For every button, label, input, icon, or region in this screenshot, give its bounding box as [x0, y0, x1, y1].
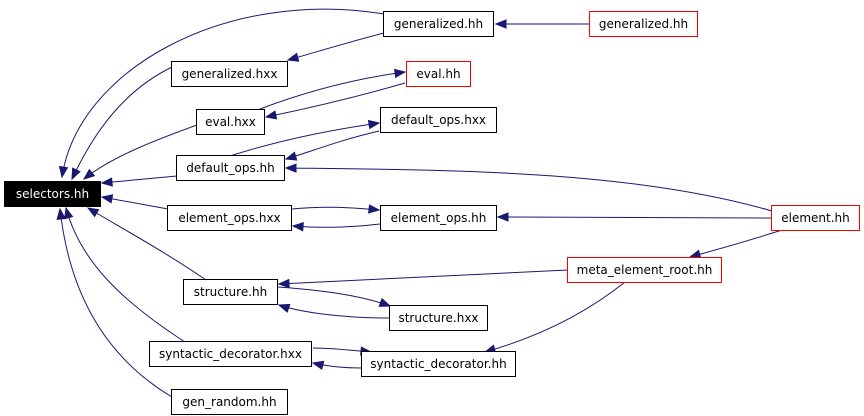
node-default-ops-hxx[interactable]: default_ops.hxx: [380, 107, 497, 133]
edge-meta-element-root-hh-to-syntactic-decorator-hh: [483, 281, 626, 354]
node-element-hh[interactable]: element.hh: [771, 205, 860, 231]
node-syntactic-decorator-hh[interactable]: syntactic_decorator.hh: [361, 351, 516, 377]
edge-line: [285, 167, 773, 212]
edge-line: [61, 8, 385, 178]
edge-structure-hh-to-selectors-hh: [86, 207, 207, 281]
edge-line: [277, 286, 391, 307]
edge-line: [83, 124, 198, 180]
node-syntactic-decorator-hxx[interactable]: syntactic_decorator.hxx: [149, 341, 312, 367]
edge-line: [278, 269, 569, 285]
edge-element-hh-to-default-ops-hh: [284, 163, 773, 212]
node-meta-element-root-hh[interactable]: meta_element_root.hh: [567, 257, 722, 283]
arrowhead-icon: [71, 167, 81, 181]
node-structure-hh[interactable]: structure.hh: [183, 279, 278, 305]
arrowhead-icon: [58, 165, 69, 179]
edge-line: [65, 207, 186, 343]
node-eval-hxx[interactable]: eval.hxx: [196, 109, 265, 135]
node-default-ops-hh[interactable]: default_ops.hh: [176, 155, 285, 181]
edge-element-hh-to-meta-element-root-hh: [688, 229, 783, 259]
node-element-ops-hh[interactable]: element_ops.hh: [380, 205, 497, 231]
node-generalized-hxx[interactable]: generalized.hxx: [171, 61, 288, 87]
edge-generalized-hxx-to-selectors-hh: [71, 66, 173, 181]
arrowhead-icon: [86, 207, 100, 218]
edge-syntactic-decorator-hxx-to-selectors-hh: [64, 206, 186, 343]
edge-generalized-hh-to-selectors-hh: [58, 8, 385, 179]
arrowhead-icon: [368, 204, 381, 214]
edge-line: [287, 32, 385, 61]
arrowhead-icon: [64, 206, 74, 220]
node-structure-hxx[interactable]: structure.hxx: [389, 305, 488, 331]
edge-element-ops-hxx-to-element-ops-hh: [291, 204, 381, 214]
arrowhead-icon: [100, 177, 113, 187]
edge-line: [59, 208, 173, 398]
arrowhead-icon: [277, 303, 291, 313]
edge-structure-hxx-to-structure-hh: [277, 303, 390, 319]
edge-element-ops-hxx-to-selectors-hh: [100, 194, 169, 210]
edge-element-ops-hh-to-element-ops-hxx: [291, 221, 381, 232]
edge-element-hh-to-element-ops-hh: [496, 212, 772, 222]
edge-line: [265, 82, 406, 118]
arrowhead-icon: [378, 297, 392, 307]
edge-line: [291, 206, 380, 211]
arrowhead-icon: [277, 278, 290, 289]
arrowhead-icon: [286, 52, 300, 62]
edge-line: [259, 71, 406, 110]
edge-line: [71, 66, 173, 180]
arrowhead-icon: [291, 221, 304, 232]
arrowhead-icon: [394, 68, 407, 79]
edge-generalized-hh-to-generalized-hxx: [286, 32, 385, 62]
edge-line: [689, 229, 783, 258]
arrowhead-icon: [284, 163, 297, 173]
edge-eval-hh-to-eval-hxx: [259, 68, 407, 110]
arrowhead-icon: [56, 207, 66, 220]
arrowhead-icon: [496, 212, 509, 222]
edge-line: [101, 175, 178, 184]
arrowhead-icon: [100, 194, 114, 204]
edge-line: [229, 122, 380, 157]
node-eval-hh[interactable]: eval.hh: [406, 61, 471, 87]
edge-line: [497, 216, 772, 219]
edge-meta-element-root-hh-to-structure-hh: [277, 269, 569, 289]
edge-default-ops-hh-to-selectors-hh: [100, 175, 178, 187]
node-element-ops-hxx[interactable]: element_ops.hxx: [167, 205, 292, 231]
edge-gen-random-hh-to-selectors-hh: [56, 207, 173, 398]
arrowhead-icon: [284, 151, 298, 161]
edge-line: [285, 130, 380, 160]
edge-generalized-hh-ext-to-generalized-hh: [494, 19, 589, 29]
arrowhead-icon: [311, 360, 325, 371]
edge-default-ops-hxx-to-default-ops-hh: [284, 130, 380, 161]
node-gen-random-hh[interactable]: gen_random.hh: [171, 389, 288, 415]
arrowhead-icon: [494, 19, 507, 29]
node-generalized-hh[interactable]: generalized.hh: [383, 11, 494, 37]
edge-eval-hxx-to-selectors-hh: [82, 124, 198, 180]
edge-eval-hxx-to-eval-hh: [264, 82, 406, 120]
node-selectors-hh: selectors.hh: [4, 181, 101, 207]
node-generalized-hh-ext[interactable]: generalized.hh: [589, 11, 698, 37]
edge-line: [292, 223, 381, 228]
edge-line: [484, 281, 626, 353]
arrowhead-icon: [82, 168, 96, 180]
arrowhead-icon: [264, 110, 278, 120]
arrowhead-icon: [367, 119, 381, 130]
edge-syntactic-decorator-hh-to-syntactic-decorator-hxx: [311, 360, 363, 371]
edge-line: [101, 196, 169, 210]
edge-structure-hh-to-structure-hxx: [277, 286, 392, 307]
edge-line: [278, 304, 390, 319]
edge-line: [87, 207, 207, 281]
edge-default-ops-hh-to-default-ops-hxx: [229, 119, 381, 157]
